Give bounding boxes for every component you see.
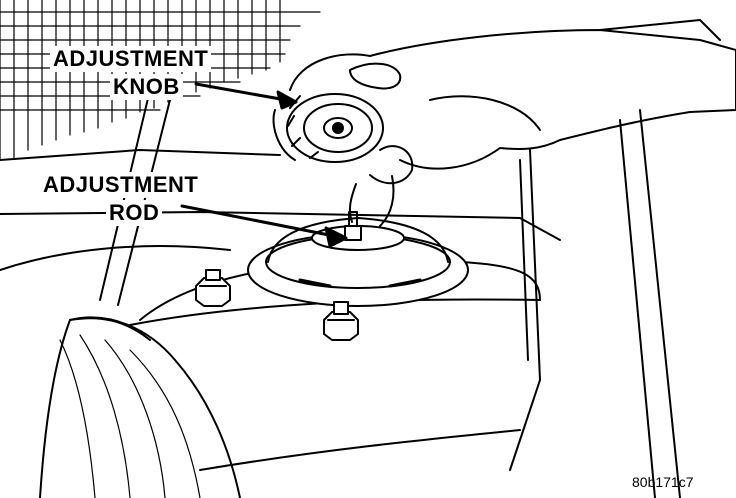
adjustment-knob-part — [272, 93, 384, 163]
rod-leader-arrow — [180, 204, 348, 248]
hand — [289, 19, 736, 227]
mount-nut-left — [195, 269, 231, 307]
adjustment-knob-label-line2: KNOB — [110, 74, 183, 100]
body-panels — [0, 89, 681, 498]
knob-leader-arrow — [194, 82, 298, 110]
adjustment-rod-label-line2: ROD — [106, 200, 163, 226]
adjustment-knob-label-line1: ADJUSTMENT — [50, 46, 212, 72]
figure-reference-code: 80b171c7 — [632, 474, 694, 490]
adjustment-rod-label-line1: ADJUSTMENT — [40, 172, 202, 198]
mount-nut-right — [323, 301, 359, 341]
adjustment-rod-part — [344, 211, 362, 241]
fender-cover — [39, 316, 241, 498]
